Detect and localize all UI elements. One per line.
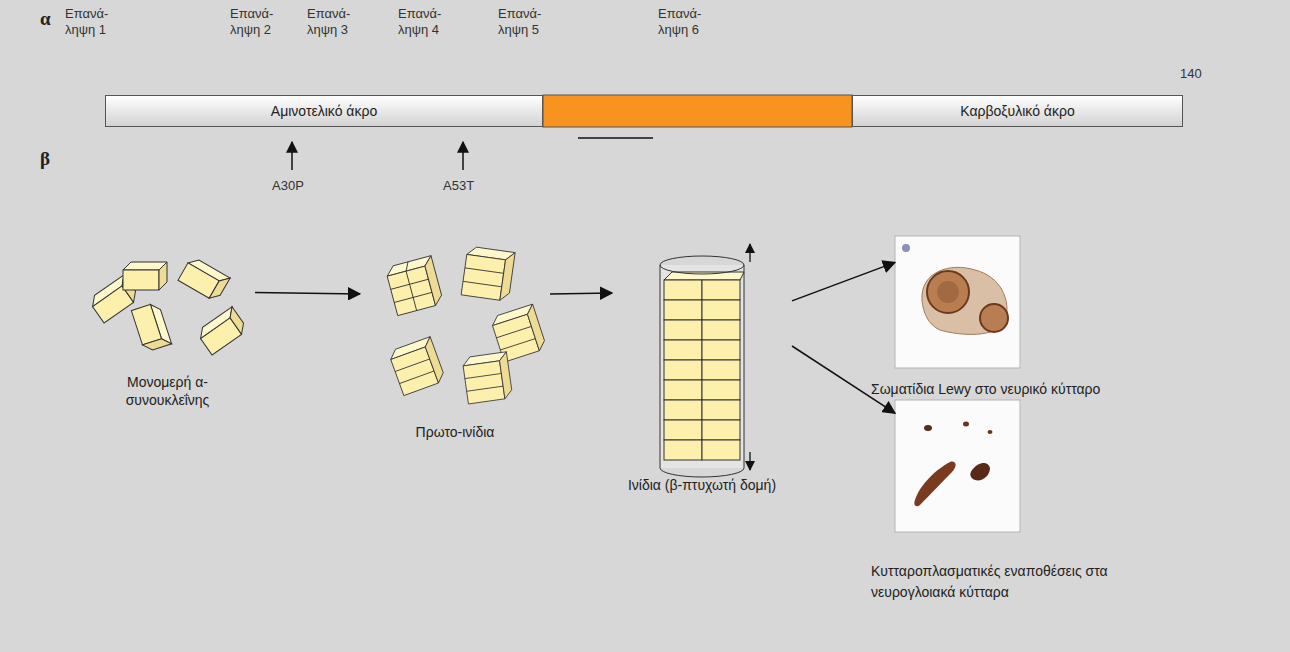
process-arrow [550, 292, 612, 294]
terminus-segment: Καρβοξυλικό άκρο [852, 95, 1183, 127]
repeat-label: Επανά- ληψη 3 [307, 6, 369, 37]
process-arrow [792, 346, 895, 413]
monomer-group: Μονομερή α-συνουκλεΐνης [80, 245, 255, 415]
repeat-label: Επανά- ληψη 6 [658, 6, 720, 37]
micrograph: Σωματίδια Lewy στο νευρικό κύτταρο [895, 236, 1020, 368]
segment-label: Καρβοξυλικό άκρο [960, 103, 1074, 119]
mutation-label: A30P [272, 178, 304, 194]
protofibril-group: Πρωτο-ινίδια [360, 235, 550, 445]
panel-letter: α [40, 8, 51, 31]
repeat-label: Επανά- ληψη 1 [65, 6, 127, 37]
residue-number: 140 [1180, 66, 1202, 82]
micrograph: Κυτταροπλασματικές εναποθέσεις στα νευρο… [895, 400, 1020, 532]
segment-label: Αμινοτελικό άκρο [271, 103, 377, 119]
process-arrow [255, 293, 360, 294]
caption: Μονομερή α-συνουκλεΐνης [103, 373, 233, 409]
caption: Πρωτο-ινίδια [360, 423, 550, 441]
repeat-label: Επανά- ληψη 5 [498, 6, 560, 37]
terminus-segment: Αμινοτελικό άκρο [105, 95, 543, 127]
repeat-label: Επανά- ληψη 4 [398, 6, 460, 37]
caption: Σωματίδια Lewy στο νευρικό κύτταρο [871, 379, 1100, 400]
mutation-label: A53T [443, 178, 474, 194]
repeat-label: Επανά- ληψη 2 [230, 6, 292, 37]
caption: Ινίδια (β-πτυχωτή δομή) [612, 476, 792, 494]
caption: Κυτταροπλασματικές εναποθέσεις στα νευρο… [871, 561, 1133, 603]
panel-letter: β [40, 148, 50, 171]
fibril-group: Ινίδια (β-πτυχωτή δομή) [612, 240, 792, 505]
process-arrow [792, 262, 895, 301]
